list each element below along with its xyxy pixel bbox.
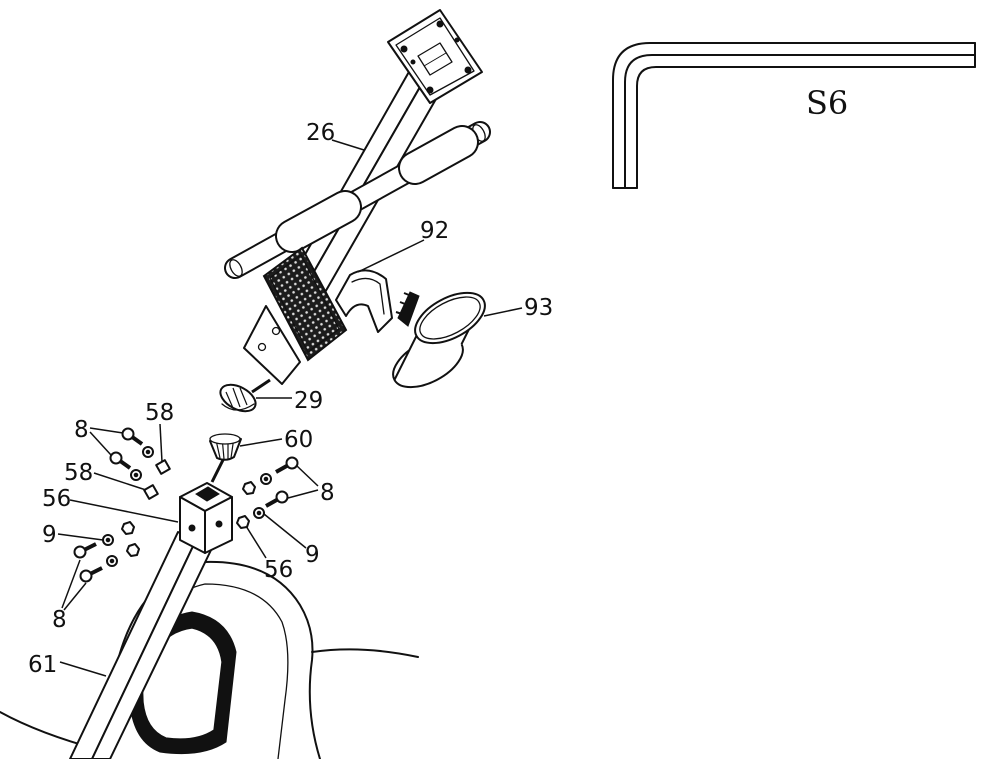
square-nut xyxy=(155,459,171,475)
leader-line xyxy=(69,499,179,523)
callout-58-left: 58 xyxy=(64,460,93,486)
leader-line xyxy=(331,139,365,151)
foam-grip xyxy=(275,190,362,253)
callout-60: 60 xyxy=(284,427,313,453)
cup-holder-clamp xyxy=(395,291,420,327)
washer xyxy=(130,469,142,481)
cup-holder xyxy=(392,291,486,389)
callout-26: 26 xyxy=(306,120,335,146)
callout-58-top: 58 xyxy=(145,400,174,426)
bracket-hole xyxy=(215,520,223,528)
leader-line xyxy=(357,239,425,273)
leader-line xyxy=(159,423,163,463)
bolt xyxy=(79,566,103,583)
leader-line xyxy=(483,307,523,317)
callout-29: 29 xyxy=(294,388,323,414)
leader-line xyxy=(89,431,112,456)
washer xyxy=(253,507,265,519)
bolt xyxy=(265,490,289,508)
leader-lines xyxy=(57,139,523,677)
leader-line xyxy=(287,489,319,499)
bolt xyxy=(275,456,299,474)
bolt xyxy=(109,451,132,470)
adjustment-plate xyxy=(243,305,301,385)
base-shroud xyxy=(0,560,419,759)
spring-pin-knob xyxy=(209,433,242,483)
bolt xyxy=(73,542,97,559)
leader-line xyxy=(263,513,307,549)
cup-holder-bracket xyxy=(335,269,393,333)
leader-line xyxy=(57,533,104,541)
callout-61: 61 xyxy=(28,652,57,678)
foam-grip xyxy=(398,125,479,185)
nut xyxy=(242,481,256,495)
bracket-hole xyxy=(188,524,196,532)
mounting-plate xyxy=(387,9,483,104)
callout-8-upper-left: 8 xyxy=(74,417,89,443)
leader-line xyxy=(89,427,124,434)
callout-92: 92 xyxy=(420,218,449,244)
callout-56-left: 56 xyxy=(42,486,71,512)
washer xyxy=(260,473,272,485)
bolt xyxy=(121,427,144,446)
leader-line xyxy=(63,582,87,611)
nut xyxy=(121,521,135,535)
callout-8-right: 8 xyxy=(320,480,335,506)
tool-label: S6 xyxy=(806,84,848,122)
leader-line xyxy=(245,525,267,559)
washer xyxy=(106,555,118,567)
adjustment-knob xyxy=(219,378,271,413)
grip-pad xyxy=(262,246,348,362)
allen-wrench xyxy=(612,42,976,189)
callout-8-lower-left: 8 xyxy=(52,607,67,633)
callout-93: 93 xyxy=(524,295,553,321)
nut xyxy=(236,515,250,529)
callout-9-right: 9 xyxy=(305,542,320,568)
callout-9-left: 9 xyxy=(42,522,57,548)
nut xyxy=(126,543,140,557)
leader-line xyxy=(239,438,283,447)
washer xyxy=(102,534,114,546)
leader-line xyxy=(296,465,319,487)
square-nut xyxy=(143,484,159,500)
leader-line xyxy=(61,559,81,609)
leader-line xyxy=(59,661,107,677)
washer xyxy=(142,446,154,458)
callout-56-right: 56 xyxy=(264,557,293,583)
mast-bracket xyxy=(179,482,233,554)
leader-line xyxy=(93,472,147,491)
